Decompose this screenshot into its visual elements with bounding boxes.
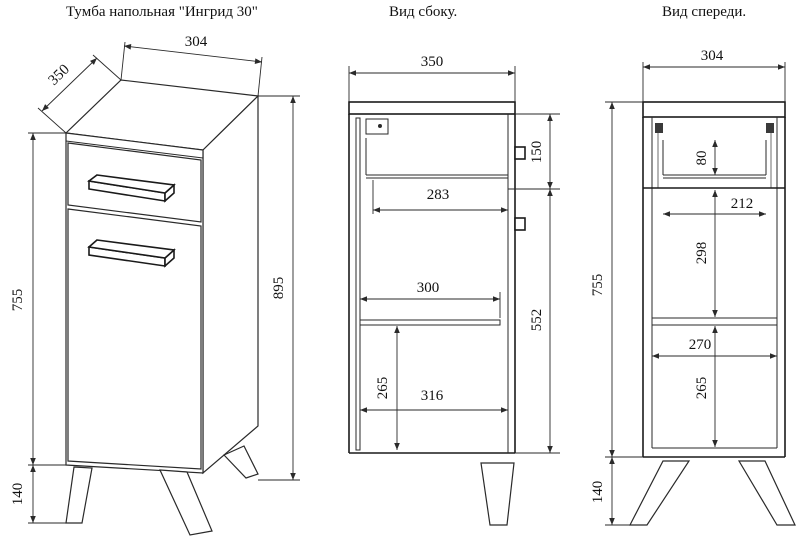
- hinge-left: [655, 123, 663, 133]
- drawer-handle-top: [87, 174, 176, 194]
- dimension-line: [123, 44, 263, 64]
- dim-label-width: 304: [185, 34, 208, 50]
- side-leg: [480, 462, 515, 526]
- isometric-view: 304 350 755 140 895: [10, 34, 300, 536]
- top-edge-line: [65, 140, 204, 159]
- front-view: 304 80 212 298 270 265 755 140: [590, 48, 796, 526]
- hinge-bracket: [365, 118, 389, 135]
- dim-label-front-body-height: 755: [590, 274, 606, 297]
- title-cabinet: Тумба напольная "Ингрид 30": [66, 4, 258, 20]
- door-handle-side: [514, 217, 526, 231]
- leg-front-right: [159, 469, 213, 536]
- drawer-handle-side: [514, 146, 526, 160]
- dim-label-front-leg-height: 140: [590, 481, 606, 504]
- door-handle-top: [87, 239, 176, 259]
- extension-line: [92, 54, 122, 81]
- dim-label-drawer-inner-width: 212: [731, 196, 754, 212]
- extension-line: [120, 41, 126, 81]
- dim-label-leg-height: 140: [10, 483, 26, 506]
- dim-label-upper-height: 298: [694, 242, 710, 265]
- dimension-line: [41, 57, 98, 112]
- dim-label-lower-depth: 316: [421, 388, 444, 404]
- dim-label-drawer-height: 150: [529, 141, 545, 164]
- shelf: [359, 319, 501, 326]
- hinge-right: [766, 123, 774, 133]
- cabinet-side-panel: [202, 94, 259, 475]
- leg-back-right: [222, 445, 259, 479]
- back-panel: [355, 117, 361, 451]
- hinge-screw: [378, 124, 382, 128]
- dim-label-body-height: 755: [10, 289, 26, 312]
- title-front-view: Вид спереди.: [662, 4, 747, 20]
- front-leg-right: [737, 460, 796, 526]
- dim-label-door-height: 552: [529, 309, 545, 332]
- dim-label-drawer-inner-height: 80: [694, 151, 710, 166]
- dim-label-total-height: 895: [271, 277, 287, 300]
- front-leg-left: [629, 460, 691, 526]
- front-shelf: [651, 317, 778, 326]
- dim-label-shelf-width: 270: [689, 337, 712, 353]
- title-side-view: Вид сбоку.: [389, 4, 458, 20]
- dim-label-front-lower-height: 265: [694, 377, 710, 400]
- leg-front-left: [65, 466, 93, 524]
- extension-line: [257, 56, 263, 97]
- dim-label-shelf-depth: 300: [417, 280, 440, 296]
- extension-line: [37, 107, 67, 134]
- dim-label-drawer-depth: 283: [427, 187, 450, 203]
- door-front: [67, 208, 202, 470]
- side-view: 350 150 283 300 552 265 316: [348, 54, 560, 526]
- dim-label-side-depth: 350: [421, 54, 444, 70]
- dim-label-front-width: 304: [701, 48, 724, 64]
- side-top-panel: [348, 101, 516, 115]
- dim-label-lower-height: 265: [375, 377, 391, 400]
- front-top-panel: [642, 101, 786, 118]
